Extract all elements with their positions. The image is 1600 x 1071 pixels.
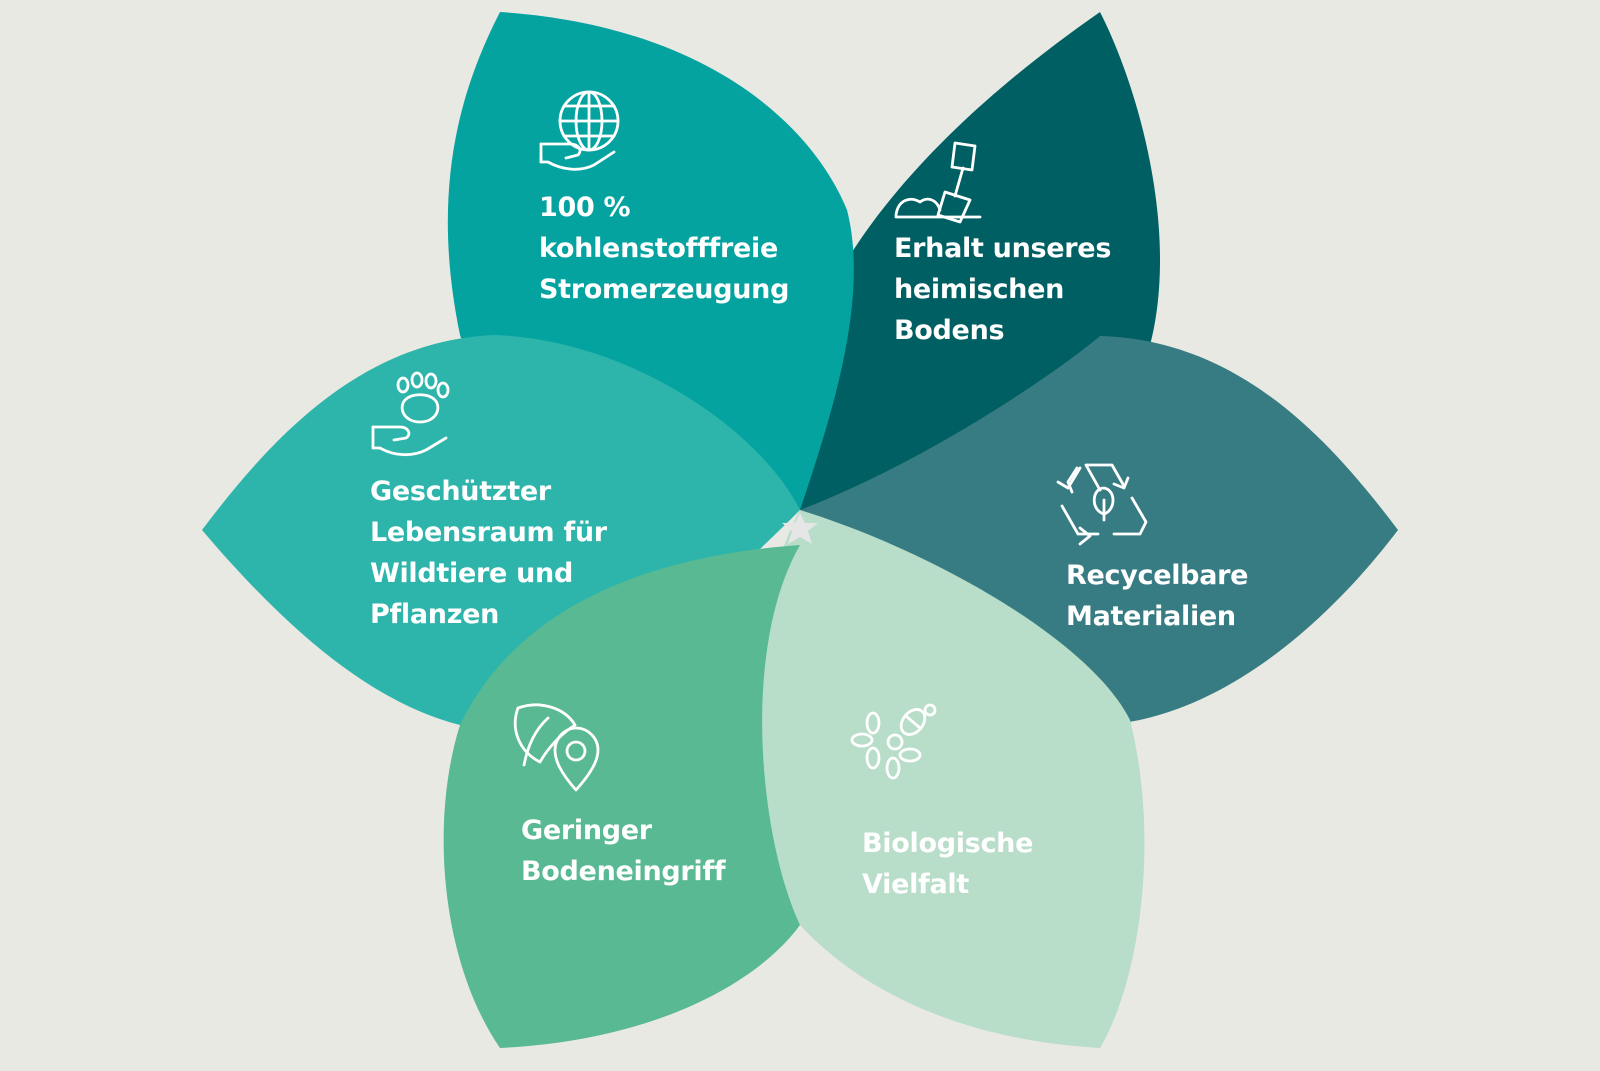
shovel-icon [894, 141, 982, 224]
petal-low-impact [443, 545, 800, 1048]
petal-label-habitat: Geschützter Lebensraum für Wildtiere und… [370, 471, 607, 635]
label-line: Geschützter [370, 476, 551, 507]
petal-label-carbon-free: 100 % kohlenstofffreie Stromerzeugung [539, 187, 789, 310]
petal-label-recycling: Recycelbare Materialien [1066, 555, 1248, 637]
petal-label-soil: Erhalt unseres heimischen Bodens [894, 228, 1111, 351]
center-star-icon [782, 513, 818, 544]
label-line: 100 % [539, 192, 631, 223]
petal-label-low-impact: Geringer Bodeneingriff [521, 810, 726, 892]
petal-biodiversity [755, 510, 1145, 1048]
label-line: Erhalt unseres [894, 233, 1112, 264]
paw-in-hand-icon [371, 371, 450, 457]
recycle-leaf-icon [1056, 463, 1148, 546]
label-line: kohlenstofffreie [539, 233, 778, 264]
label-line: Vielfalt [862, 869, 969, 900]
label-line: Lebensraum für [370, 517, 607, 548]
label-line: Recycelbare [1066, 560, 1249, 591]
label-line: Bodeneingriff [521, 856, 726, 887]
label-line: Pflanzen [370, 599, 500, 630]
label-line: Stromerzeugung [539, 274, 790, 305]
label-line: Bodens [894, 315, 1005, 346]
petal-label-biodiversity: Biologische Vielfalt [862, 823, 1033, 905]
bee-flower-icon [850, 703, 937, 780]
label-line: Geringer [521, 815, 652, 846]
label-line: Wildtiere und [370, 558, 573, 589]
globe-in-hand-icon [539, 90, 620, 171]
label-line: Materialien [1066, 601, 1236, 632]
label-line: heimischen [894, 274, 1065, 305]
leaf-location-pin-icon [513, 703, 600, 792]
label-line: Biologische [862, 828, 1034, 859]
